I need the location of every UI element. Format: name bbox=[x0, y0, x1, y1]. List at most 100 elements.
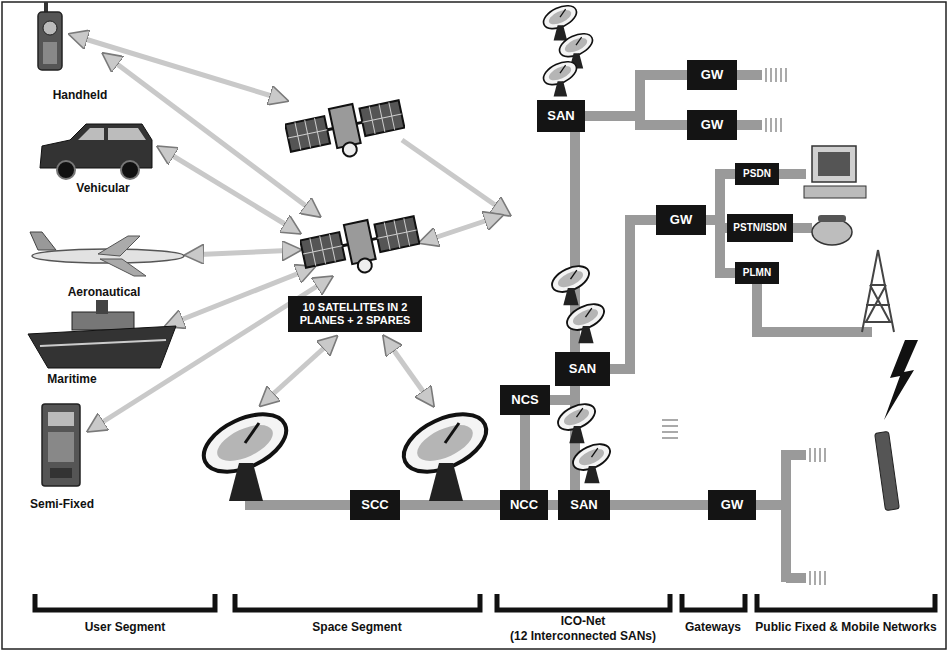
vehicle-terminal bbox=[40, 124, 152, 179]
san-dish bbox=[540, 57, 580, 96]
tt-and-c-dish bbox=[395, 403, 495, 501]
network-stub bbox=[766, 118, 781, 132]
segment-bracket bbox=[35, 594, 215, 610]
gateway-box: GW bbox=[708, 490, 756, 520]
radio-link bbox=[188, 250, 298, 255]
backbone-link bbox=[585, 116, 687, 125]
san-dish bbox=[563, 299, 608, 343]
network-stub bbox=[662, 420, 678, 438]
segment-label: Public Fixed & Mobile Networks bbox=[755, 620, 936, 634]
ship-funnel bbox=[96, 300, 108, 314]
satellite bbox=[284, 94, 408, 168]
radio-links bbox=[72, 35, 508, 430]
plane-wing bbox=[98, 236, 140, 256]
backbone-bars bbox=[245, 75, 872, 582]
network-box: PSDN bbox=[735, 163, 779, 185]
phone-earpiece bbox=[43, 21, 57, 35]
network-stub bbox=[810, 571, 825, 585]
backbone-link bbox=[400, 500, 500, 510]
node-text: PSDN bbox=[743, 168, 771, 180]
san-dish bbox=[540, 1, 580, 40]
backbone-bar bbox=[736, 70, 762, 80]
node-text: 10 SATELLITES IN 2 PLANES + 2 SPARES bbox=[292, 301, 418, 326]
handheld-terminal bbox=[38, 2, 62, 70]
backbone-link bbox=[610, 220, 656, 369]
telephone-handset bbox=[818, 215, 846, 222]
segment-bracket bbox=[682, 594, 745, 610]
van-wheel bbox=[57, 161, 75, 179]
radio-link bbox=[262, 338, 335, 404]
gateway-box: GW bbox=[687, 110, 737, 140]
san-box: SAN bbox=[558, 490, 610, 520]
plane-tail bbox=[30, 232, 56, 250]
backbone-link bbox=[550, 386, 575, 400]
phone-keypad bbox=[43, 42, 57, 64]
segment-label: Aeronautical bbox=[68, 285, 141, 299]
payphone-body bbox=[42, 404, 80, 486]
payphone-keypad bbox=[48, 432, 74, 462]
network-stub bbox=[810, 448, 825, 462]
computer-keyboard bbox=[804, 186, 866, 198]
node-text: NCC bbox=[510, 498, 538, 513]
gateway-box: GW bbox=[656, 205, 706, 235]
network-stub bbox=[766, 68, 786, 82]
san-dish bbox=[569, 439, 614, 483]
tt-and-c-dish bbox=[195, 403, 295, 501]
backbone-bar bbox=[778, 169, 806, 179]
van-wheel bbox=[121, 161, 139, 179]
aircraft-terminal bbox=[30, 232, 184, 276]
san-dish bbox=[548, 261, 593, 305]
node-text: GW bbox=[701, 118, 723, 133]
radio-link bbox=[385, 338, 432, 404]
hatched-stubs bbox=[662, 68, 825, 585]
san-box: SAN bbox=[555, 352, 610, 386]
segment-label: ICO-Net bbox=[561, 614, 606, 628]
payphone-slot bbox=[50, 468, 72, 478]
segment-bracket bbox=[235, 594, 480, 610]
segment-label: Space Segment bbox=[312, 620, 401, 634]
telephone-body bbox=[812, 219, 852, 245]
payphone-display bbox=[48, 412, 74, 426]
payphone-terminal bbox=[42, 404, 80, 486]
network-box: PLMN bbox=[735, 262, 779, 284]
segment-brackets bbox=[35, 594, 935, 610]
network-box: PSTN/ISDN bbox=[727, 214, 793, 242]
satellite bbox=[299, 210, 423, 284]
gateway-box: GW bbox=[687, 60, 737, 90]
constellation-box: 10 SATELLITES IN 2 PLANES + 2 SPARES bbox=[288, 296, 422, 332]
ship-hull bbox=[28, 326, 176, 368]
van-body bbox=[40, 124, 152, 168]
node-text: SAN bbox=[569, 362, 596, 377]
node-text: GW bbox=[721, 498, 743, 513]
handset-body bbox=[875, 431, 900, 510]
telephone-icon bbox=[812, 215, 852, 245]
node-text: GW bbox=[701, 68, 723, 83]
ship-terminal bbox=[28, 300, 176, 368]
node-text: SCC bbox=[361, 498, 388, 513]
backbone-link bbox=[548, 500, 558, 510]
san-dish bbox=[554, 399, 599, 443]
segment-label: User Segment bbox=[85, 620, 166, 634]
cell-tower bbox=[862, 250, 894, 332]
segment-label: Gateways bbox=[685, 620, 741, 634]
backbone-bar bbox=[736, 120, 762, 130]
backbone-bar bbox=[755, 450, 806, 582]
node-text: GW bbox=[670, 213, 692, 228]
computer-monitor bbox=[812, 146, 856, 182]
ship-stripe bbox=[40, 340, 166, 346]
node-text: SAN bbox=[570, 498, 597, 513]
node-text: PSTN/ISDN bbox=[733, 222, 786, 234]
node-text: PLMN bbox=[743, 267, 771, 279]
radio-bolt bbox=[884, 340, 918, 420]
radio-link bbox=[160, 148, 298, 232]
control-box: NCS bbox=[500, 385, 550, 415]
node-text: NCS bbox=[511, 393, 538, 408]
segment-label: Handheld bbox=[53, 88, 108, 102]
mobile-handset bbox=[875, 431, 900, 510]
backbone-bar bbox=[757, 283, 872, 332]
plane-wing bbox=[100, 259, 146, 276]
control-box: SCC bbox=[350, 490, 400, 520]
